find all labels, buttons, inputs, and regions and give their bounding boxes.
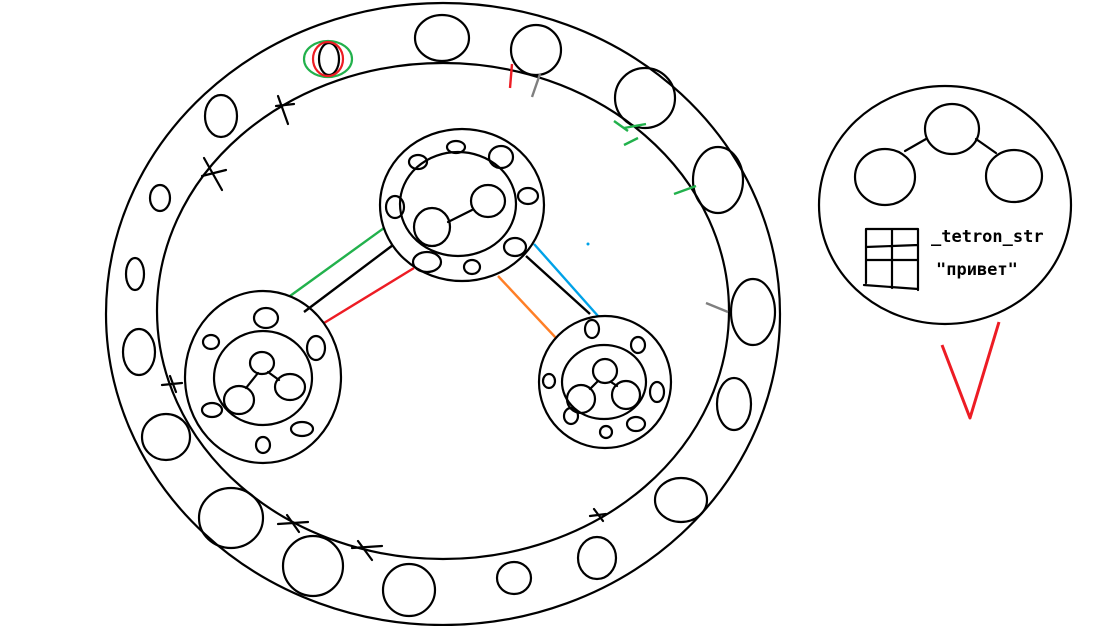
legend-circle	[817, 84, 1073, 326]
ring-slots	[121, 13, 777, 618]
string-value-label: "привет"	[936, 260, 1018, 280]
wheel-right-tree	[565, 357, 642, 415]
outer-ring	[105, 1, 781, 626]
wheel-right-slots	[541, 318, 666, 440]
x-marks	[160, 94, 608, 562]
stray-dot	[586, 242, 590, 246]
wheel-top-tree	[412, 183, 507, 248]
red-arrow-icon	[940, 321, 1001, 420]
wheel-top-slots	[384, 139, 540, 276]
struct-name-label: _tetron_str	[931, 227, 1044, 247]
ring-ticks	[508, 63, 729, 314]
legend-grid-icon	[862, 227, 920, 292]
wheel-left-slots	[200, 306, 327, 455]
wheel-left	[183, 289, 343, 465]
legend-tree	[853, 102, 1044, 207]
highlighted-slot	[302, 39, 354, 79]
links	[289, 227, 599, 339]
wheel-top	[378, 127, 546, 283]
wheel-right	[537, 314, 673, 450]
wheel-left-tree	[222, 350, 307, 416]
